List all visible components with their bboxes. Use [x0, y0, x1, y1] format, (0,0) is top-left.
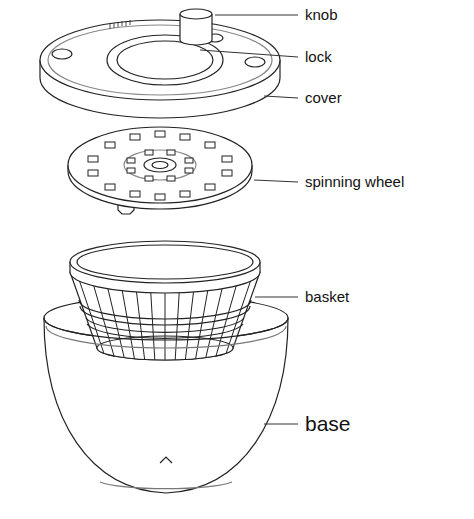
- cover-illustration: [40, 9, 280, 118]
- part-label: base: [303, 412, 353, 436]
- part-label: knob: [303, 6, 340, 23]
- base-rim: [44, 318, 288, 340]
- base-rim: [46, 326, 286, 348]
- leader-line: [200, 15, 298, 424]
- basket-illustration: [70, 241, 260, 360]
- part-label: spinning wheel: [303, 173, 406, 190]
- part-label: basket: [303, 288, 351, 305]
- lock-illustration: [117, 41, 213, 79]
- part-label: lock: [303, 48, 334, 65]
- part-label: cover: [303, 89, 344, 106]
- caret-mark: [160, 457, 172, 463]
- spinning-wheel-illustration: [68, 127, 252, 209]
- base-bowl: [44, 296, 288, 493]
- knob-illustration: [180, 9, 212, 45]
